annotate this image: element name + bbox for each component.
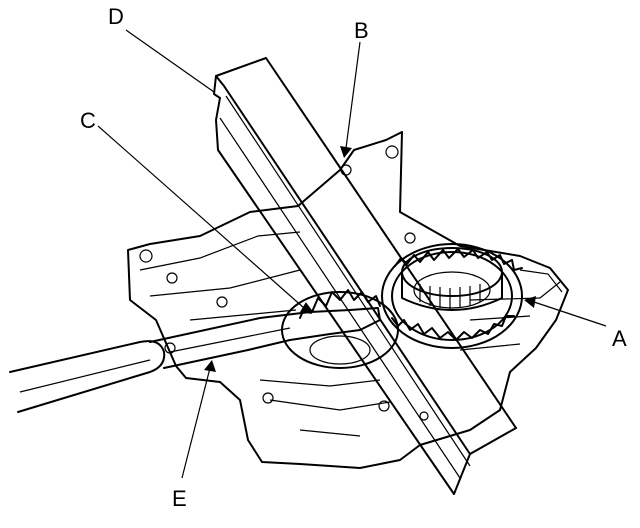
callout-d: D [108, 4, 124, 29]
leader-lines [97, 29, 607, 479]
callout-a: A [612, 326, 627, 351]
callout-b: B [354, 18, 369, 43]
driven-gear [381, 243, 523, 349]
housing [127, 131, 569, 469]
callout-c: C [80, 108, 96, 133]
pry-bar [9, 307, 381, 413]
straight-edge [213, 57, 517, 495]
callout-e: E [172, 486, 187, 511]
